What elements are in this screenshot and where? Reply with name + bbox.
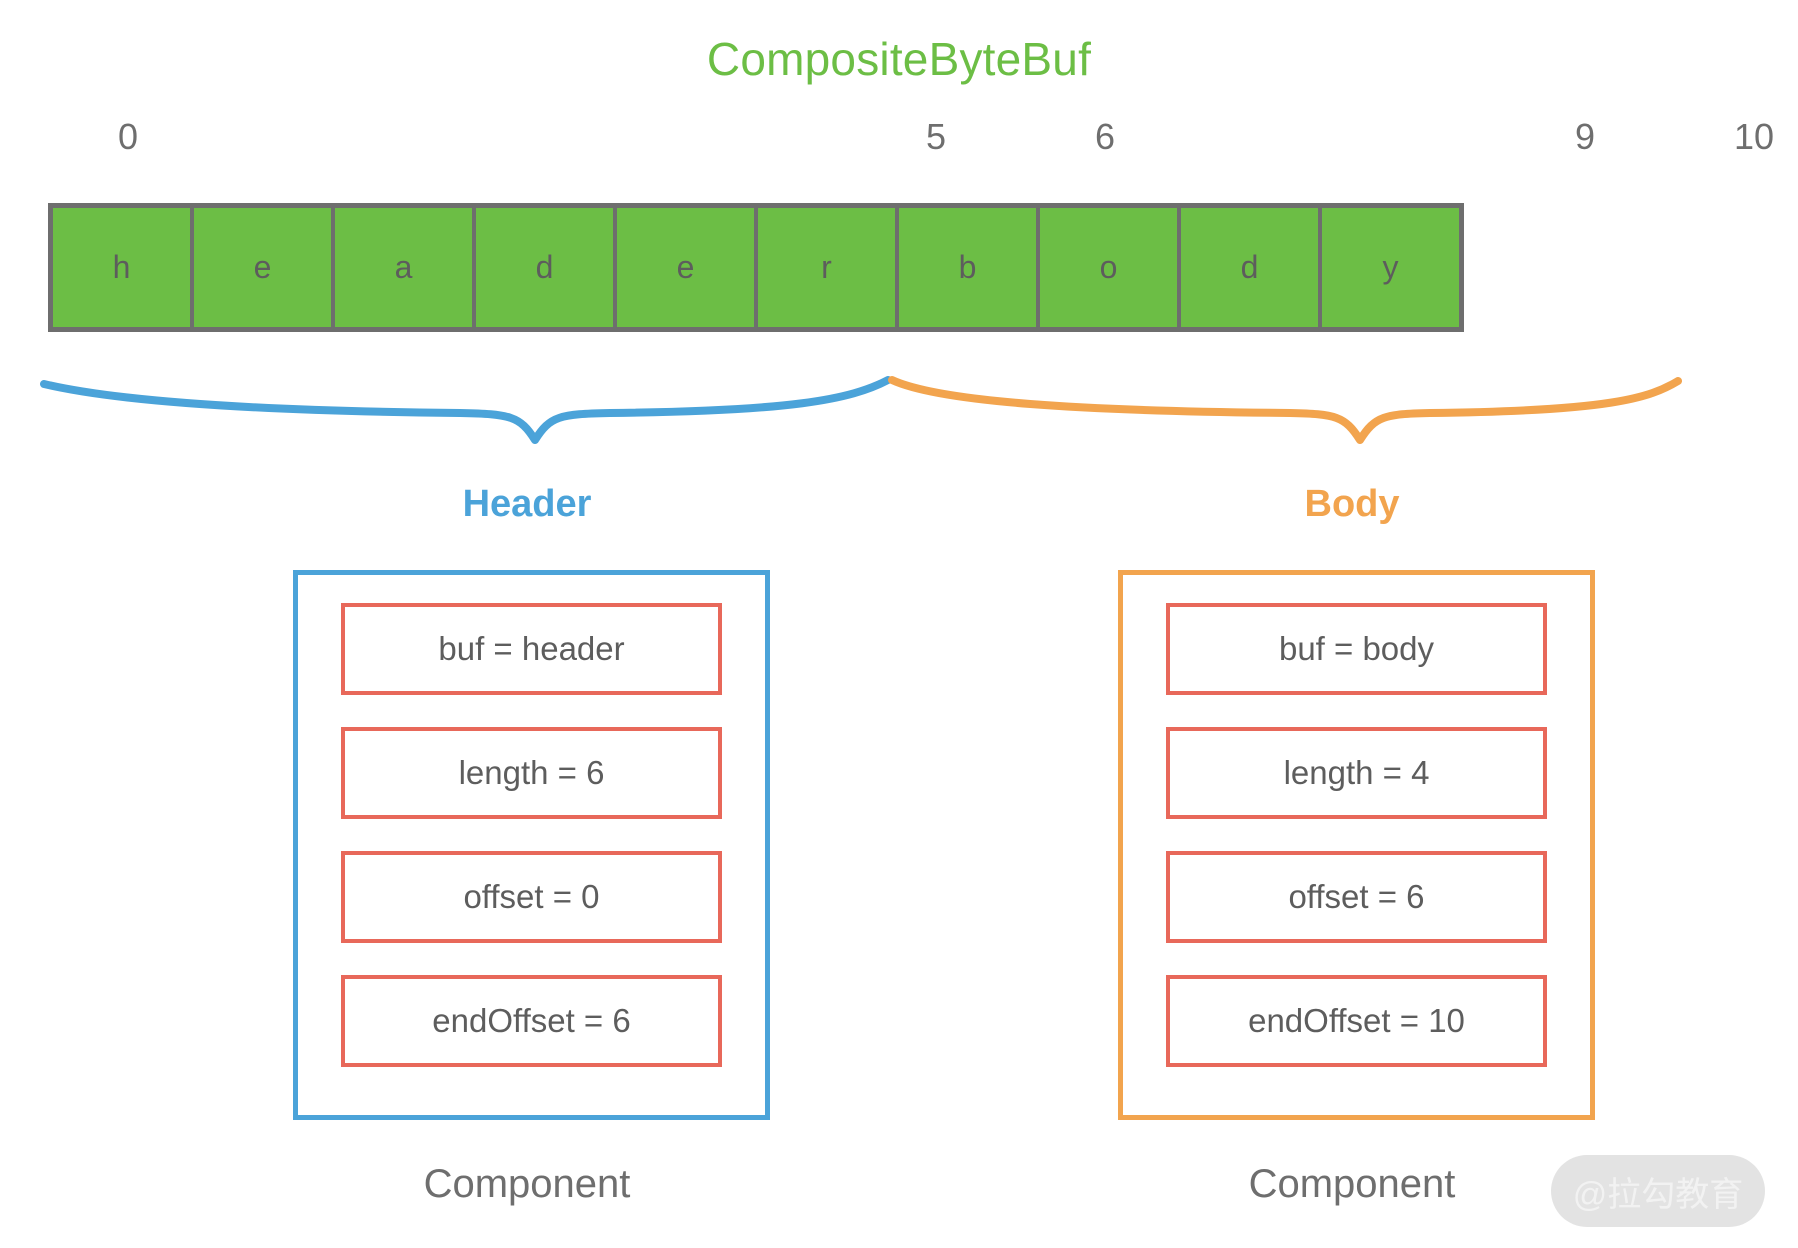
page-title: CompositeByteBuf xyxy=(706,33,1092,85)
index-tick-6: 6 xyxy=(1094,116,1116,157)
byte-cell: h xyxy=(53,208,194,327)
field-length: length = 4 xyxy=(1166,727,1547,819)
body-brace-icon xyxy=(888,376,1682,444)
brace-group xyxy=(40,376,1682,444)
body-component-caption: Component xyxy=(1248,1162,1456,1206)
field-endoffset: endOffset = 6 xyxy=(341,975,722,1067)
field-endoffset: endOffset = 10 xyxy=(1166,975,1547,1067)
byte-cell: r xyxy=(758,208,899,327)
byte-cell: y xyxy=(1322,208,1459,327)
header-brace-icon xyxy=(40,376,892,444)
field-buf: buf = body xyxy=(1166,603,1547,695)
field-length: length = 6 xyxy=(341,727,722,819)
header-component-caption: Component xyxy=(423,1162,631,1206)
byte-array: h e a d e r b o d y xyxy=(48,203,1464,332)
index-tick-5: 5 xyxy=(925,116,947,157)
field-buf: buf = header xyxy=(341,603,722,695)
byte-cell: e xyxy=(617,208,758,327)
byte-cell: d xyxy=(1181,208,1322,327)
byte-cell: o xyxy=(1040,208,1181,327)
field-offset: offset = 0 xyxy=(341,851,722,943)
byte-cell: e xyxy=(194,208,335,327)
section-label-body: Body xyxy=(1304,483,1400,525)
body-component-box: buf = body length = 4 offset = 6 endOffs… xyxy=(1118,570,1595,1120)
watermark-badge: @拉勾教育 xyxy=(1551,1155,1765,1227)
section-label-header: Header xyxy=(462,483,592,525)
header-component-box: buf = header length = 6 offset = 0 endOf… xyxy=(293,570,770,1120)
index-tick-9: 9 xyxy=(1574,116,1596,157)
byte-cell: b xyxy=(899,208,1040,327)
index-tick-0: 0 xyxy=(117,116,139,157)
byte-cell: d xyxy=(476,208,617,327)
watermark-text: @拉勾教育 xyxy=(1572,1175,1744,1214)
index-tick-10: 10 xyxy=(1733,116,1775,157)
byte-cell: a xyxy=(335,208,476,327)
field-offset: offset = 6 xyxy=(1166,851,1547,943)
